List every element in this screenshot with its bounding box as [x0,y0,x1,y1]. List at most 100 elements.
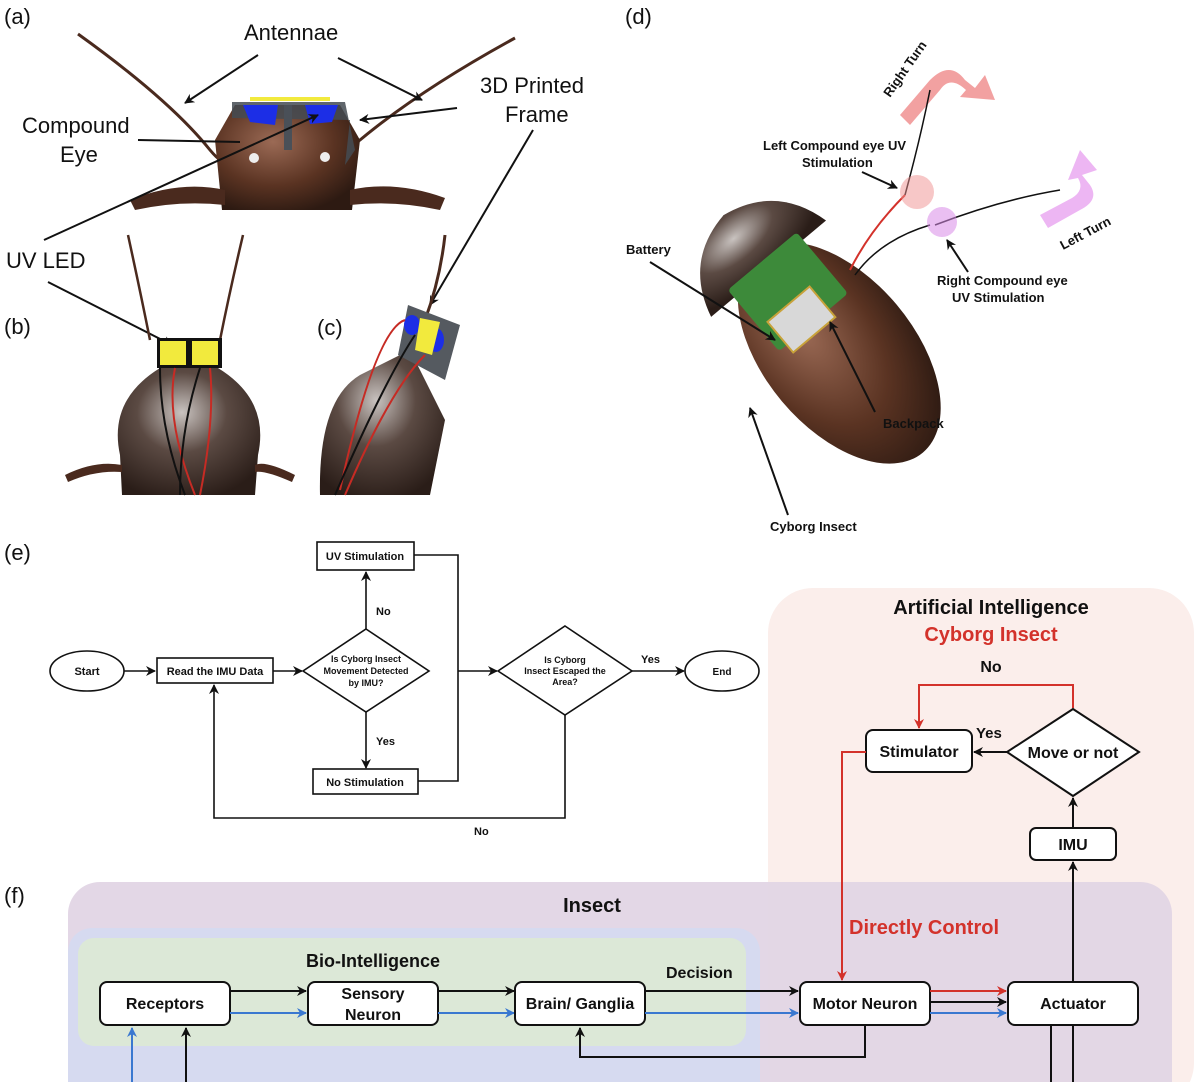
label-printed-frame-2: Frame [505,102,569,127]
panel-f: (f) Artificial Intelligence Cyborg Insec… [4,597,1141,1082]
node-no-stimulation [312,768,419,795]
decision2-line2: Insect Escaped the [524,666,606,676]
leg-b-right [255,463,295,482]
ai-title: Artificial Intelligence [893,597,1089,619]
led-strip [250,97,330,101]
label-left-turn: Left Turn [1057,213,1113,252]
left-eye-stimulation-glow [900,175,934,209]
label-uv-led: UV LED [6,248,85,273]
arrow-antenna-left [184,54,259,104]
panel-b: (b) [4,234,295,496]
decision2-line1: Is Cyborg [544,655,586,665]
edge-label-yes-down: Yes [376,736,395,748]
label-cyborg-insect: Cyborg Insect [770,519,857,534]
line-compound-eye [137,139,241,143]
node-actuator-label: Actuator [1040,996,1106,1013]
node-uv-stimulation-label: UV Stimulation [326,551,405,563]
node-brain-label: Brain/ Ganglia [526,996,635,1013]
frame-stem [284,105,292,150]
led-pad-right [192,341,218,365]
wire-c-red-2 [344,354,426,496]
led-pad-c [415,318,440,355]
label-left-eye-1: Left Compound eye UV [763,138,906,153]
backpack-pcb [729,233,847,350]
arrow-right-eye [946,239,969,273]
uv-led-left [243,105,278,125]
right-turn-arrow-icon [900,70,995,125]
arrow-left-eye [861,171,898,189]
node-no-stimulation-label: No Stimulation [326,777,404,789]
label-decision: Decision [666,965,733,982]
label-battery: Battery [626,242,672,257]
label-left-eye-2: Stimulation [802,155,873,170]
node-brain-ganglia [514,981,646,1026]
arrow-uv-led-b [47,281,173,346]
left-turn-arrow-icon [1040,150,1097,228]
panel-tag-c: (c) [317,315,343,340]
label-right-eye-1: Right Compound eye [937,273,1068,288]
eye-right [320,152,330,162]
panel-d: (d) Right Turn Left Turn Left Compound e… [625,4,1113,534]
label-yes: Yes [976,725,1002,742]
wire-red-1 [171,367,196,496]
label-no-loop: No [980,659,1002,676]
panel-c: (c) [317,234,460,496]
panel-tag-b: (b) [4,314,31,339]
antenna-c [423,234,447,321]
edge-merge [414,554,459,782]
node-sensory-neuron [307,981,439,1026]
battery-cell [766,285,837,354]
node-move-or-not [1005,707,1141,798]
node-end [684,650,760,692]
node-uv-stimulation [316,541,415,571]
edge-stimulator-motor [837,751,866,981]
node-receptors-label: Receptors [126,996,204,1013]
wire-c-black [334,334,416,496]
panel-tag-a: (a) [4,4,31,29]
antenna-b-left [126,234,152,341]
edge-motor-brain-feedback [575,1025,866,1058]
node-sensory-line1: Sensory [341,986,404,1003]
decision1-line3: by IMU? [349,678,384,688]
decision2-line3: Area? [552,677,578,687]
panel-a: (a) Antennae 3D Printed Frame Compound E… [4,4,584,346]
panel-e: (e) Start Read the IMU Data Is Cyborg In… [4,540,760,838]
leg-b-left [65,463,122,482]
panel-tag-d: (d) [625,4,652,29]
edge-label-no-up: No [376,606,391,618]
arrow-antenna-right [337,57,423,101]
led-pad-left [160,341,186,365]
label-compound-2: Eye [60,142,98,167]
label-printed-frame-1: 3D Printed [480,73,584,98]
node-receptors [99,981,231,1026]
wire-d-black [854,224,931,276]
ai-subtitle: Cyborg Insect [924,624,1058,646]
wire-black-2 [179,367,201,496]
panel-tag-e: (e) [4,540,31,565]
edge-no-stimulator [914,684,1074,729]
edge-decision2-loop [209,684,566,819]
leg-left [130,186,225,210]
cockroach-pronotum-b [117,368,261,495]
node-move-or-not-label: Move or not [1028,745,1119,762]
arrow-backpack [829,321,876,413]
bio-title: Bio-Intelligence [306,951,440,971]
insect-title: Insect [563,895,621,917]
node-sensory-line2: Neuron [345,1007,401,1024]
node-read-imu-label: Read the IMU Data [167,666,264,678]
arrow-battery [649,261,776,341]
edge-label-no-bottom: No [474,826,489,838]
cockroach-head [215,105,360,210]
node-imu [1029,827,1117,861]
label-right-eye-2: UV Stimulation [952,290,1045,305]
arrow-uv-led-a [43,114,319,241]
decision1-line1: Is Cyborg Insect [331,654,401,664]
arrow-cyborg-insect [748,407,789,516]
uv-led-c-1 [404,315,420,335]
label-antennae: Antennae [244,20,338,45]
cockroach-side-c [319,350,445,495]
decision1-line2: Movement Detected [323,666,408,676]
node-stimulator-label: Stimulator [879,744,958,761]
wire-c-red-1 [339,319,406,491]
